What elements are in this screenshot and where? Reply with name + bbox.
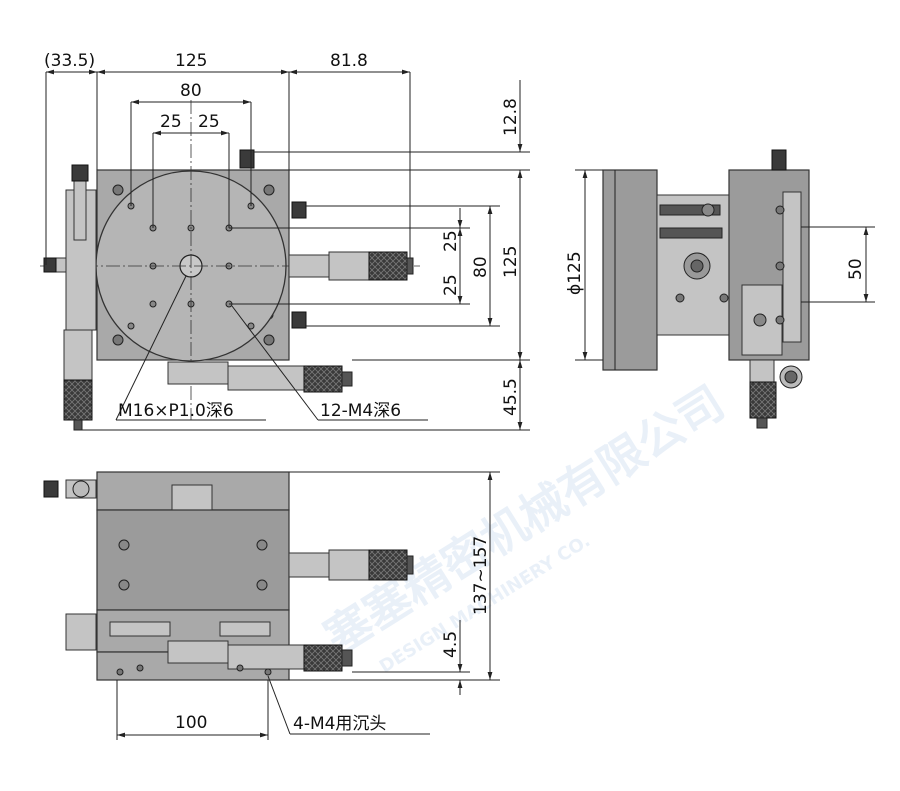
dim-pitch-25-left: 25 <box>160 112 182 132</box>
dim-offset-33-5: (33.5) <box>44 51 95 71</box>
side-table <box>602 169 658 371</box>
tapped-hole-icons <box>127 202 255 330</box>
front-middle-block <box>96 509 290 611</box>
dim-spacing-50: 50 <box>846 258 866 280</box>
callout-base-holes: 4-M4用沉头 <box>293 714 386 734</box>
left-actuator[interactable] <box>43 164 97 431</box>
dim-top-offset-12-8: 12.8 <box>501 98 521 136</box>
dim-pitch-25-lower: 25 <box>441 274 461 296</box>
dim-mount-pitch-100: 100 <box>175 713 207 733</box>
front-view-dimensions: 137~157 4.5 100 4-M4用沉头 <box>116 471 500 740</box>
dim-width-125: 125 <box>175 51 207 71</box>
dim-pitch-25-upper: 25 <box>441 230 461 252</box>
callout-center-thread: M16×P1.0深6 <box>118 401 234 421</box>
top-view <box>40 100 420 431</box>
callout-tapped-holes: 12-M4深6 <box>320 401 401 421</box>
side-view <box>602 149 810 429</box>
watermark: 塞塞精密机械有限公司 DESIGN MACHINERY CO. <box>315 375 734 677</box>
dim-bottom-45-5: 45.5 <box>501 378 521 416</box>
dim-micrometer-81-8: 81.8 <box>330 51 368 71</box>
dim-base-4-5: 4.5 <box>441 631 461 658</box>
micrometer-right[interactable] <box>288 251 414 281</box>
front-view <box>43 471 414 681</box>
side-view-dimensions: ϕ125 50 <box>565 169 875 361</box>
dim-diameter-125: ϕ125 <box>565 251 585 295</box>
dim-pitch-25-right: 25 <box>198 112 220 132</box>
micrometer-bottom[interactable] <box>167 361 353 393</box>
dim-height-range: 137~157 <box>471 536 491 615</box>
top-view-dimensions: (33.5) 125 81.8 80 25 25 12.8 125 80 25 … <box>44 51 530 431</box>
dim-hole-pitch-80: 80 <box>180 81 202 101</box>
dim-hole-pitch-80-v: 80 <box>471 256 491 278</box>
dim-table-125: 125 <box>501 246 521 278</box>
